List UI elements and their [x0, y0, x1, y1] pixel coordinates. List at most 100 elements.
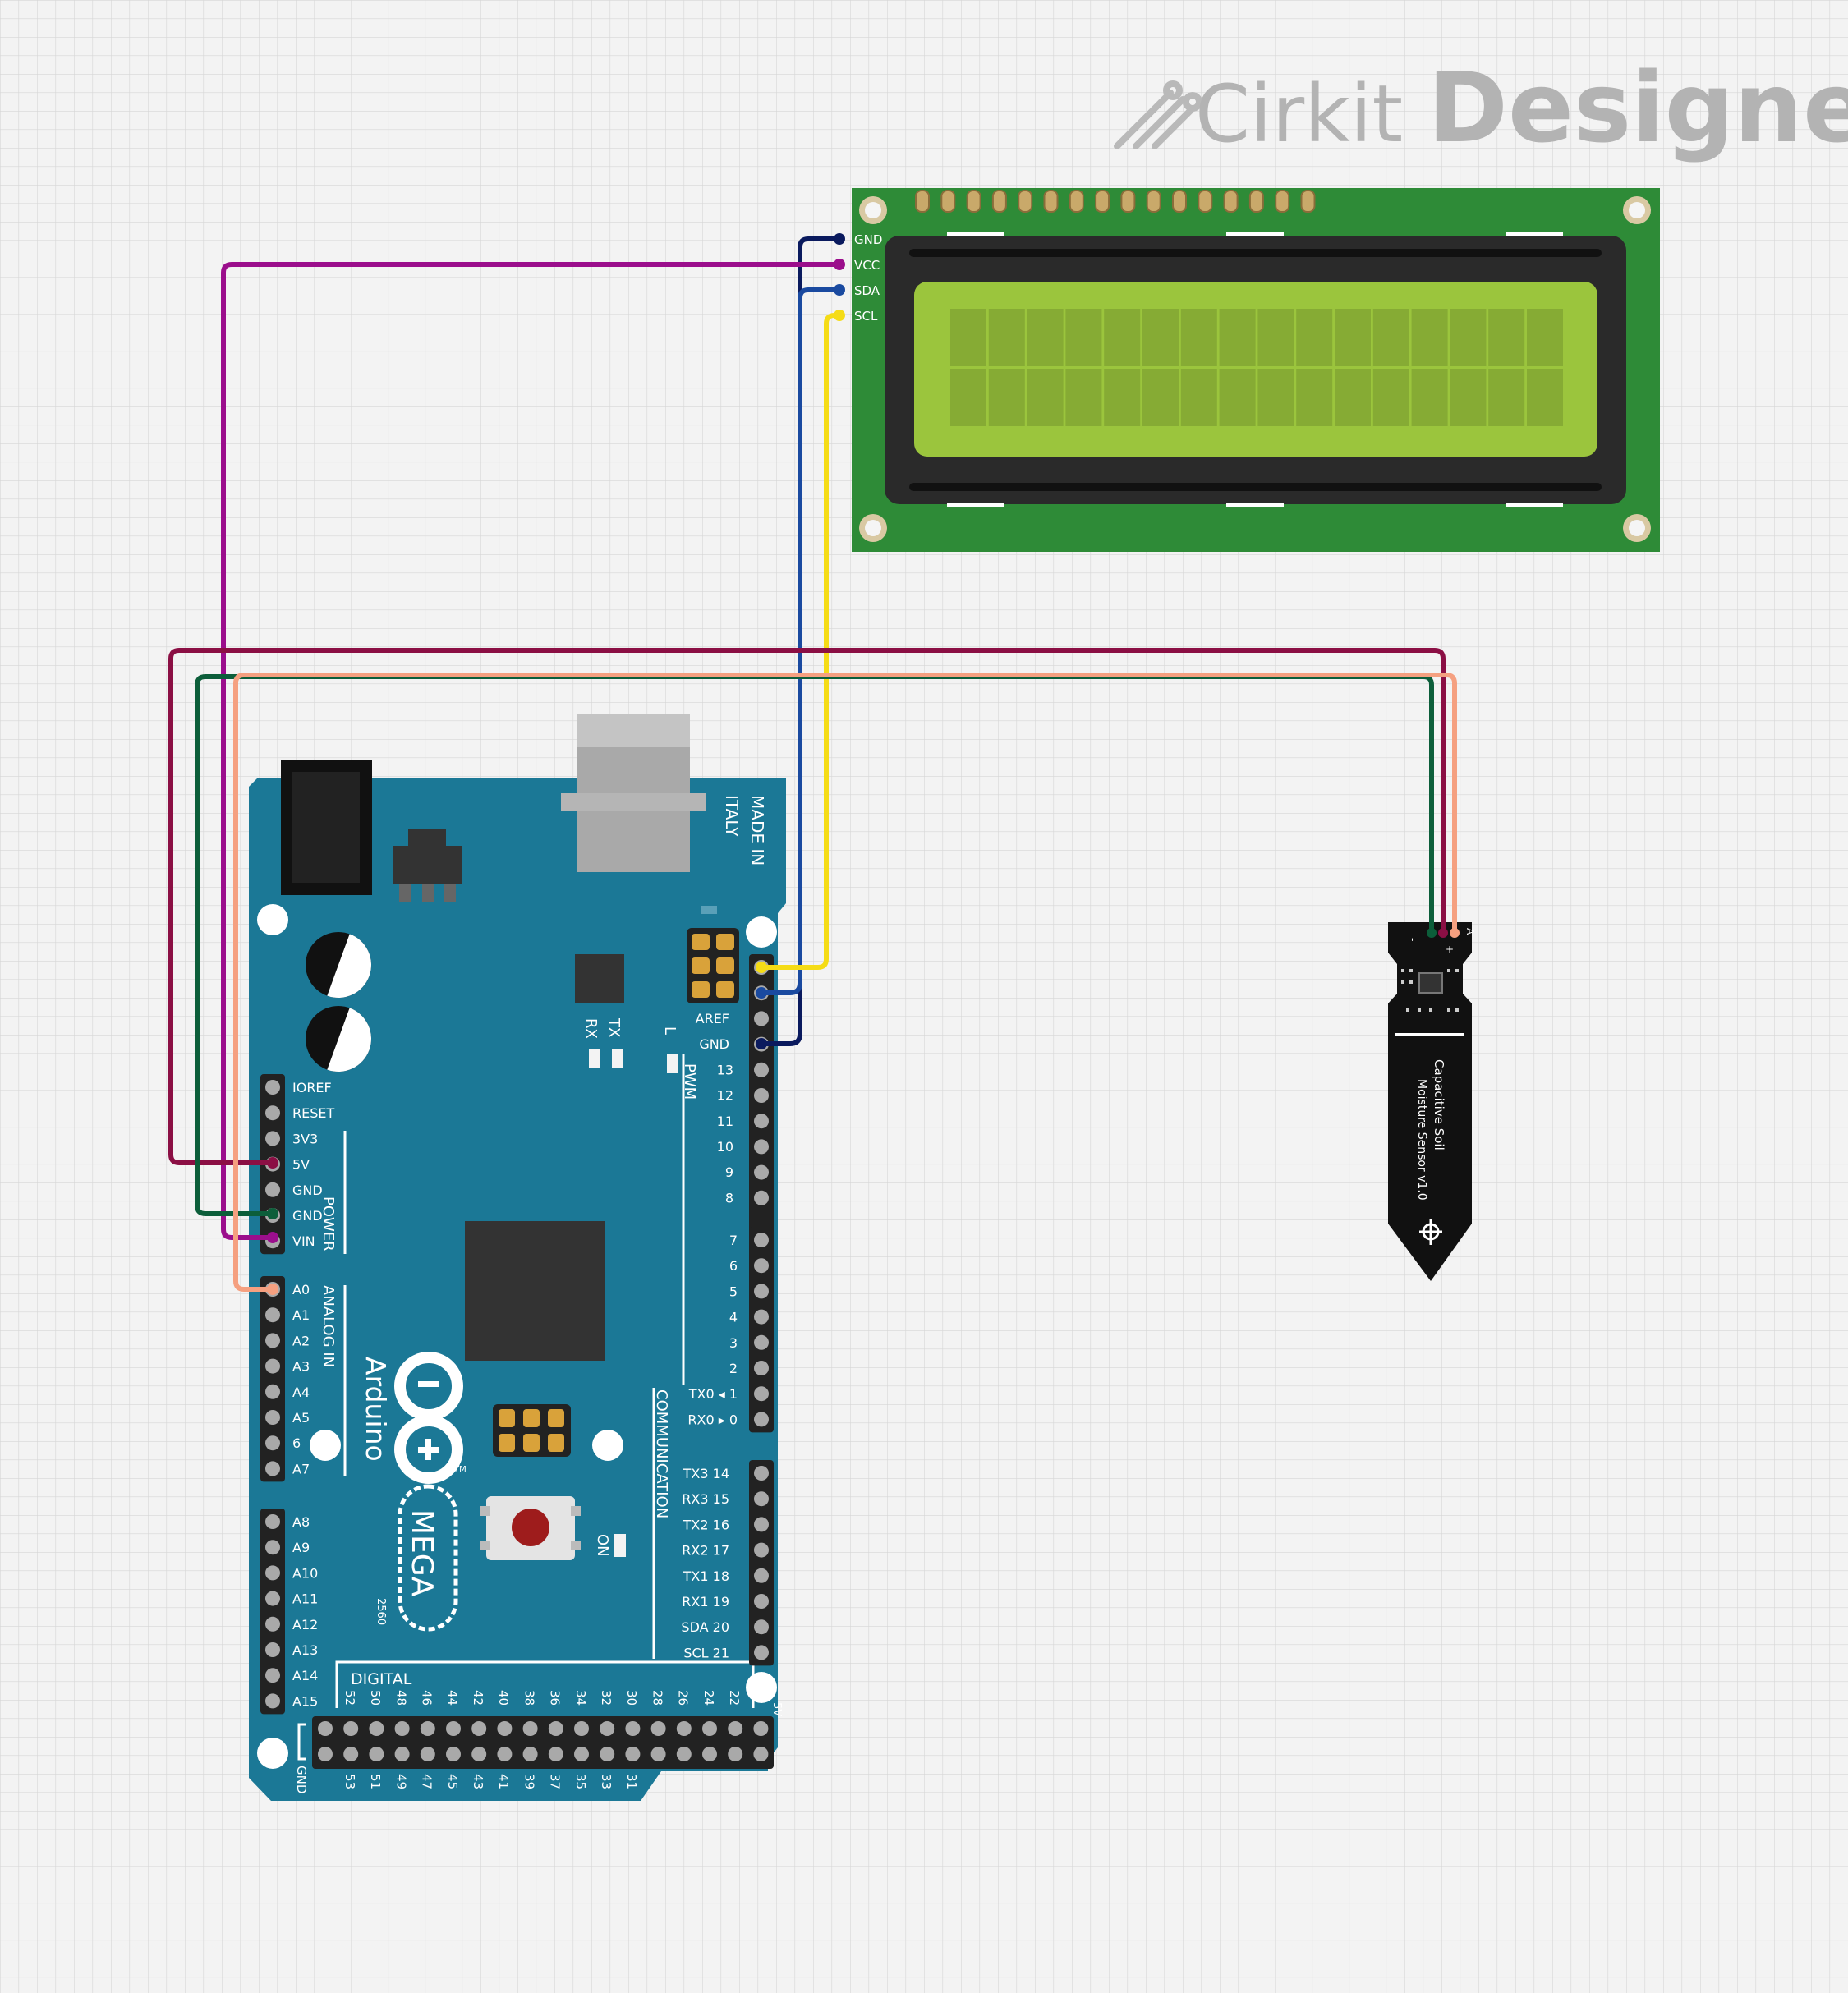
header-pin[interactable]	[394, 1747, 410, 1761]
header-pin[interactable]	[420, 1747, 435, 1761]
header-pin[interactable]	[265, 1131, 280, 1146]
header-pin[interactable]	[265, 1642, 280, 1657]
header-pin[interactable]	[754, 1062, 769, 1077]
header-pin[interactable]	[265, 1461, 280, 1476]
header-pin[interactable]	[754, 1258, 769, 1274]
header-pin[interactable]	[265, 1307, 280, 1323]
header-pin[interactable]	[754, 1190, 769, 1205]
header-pin[interactable]	[650, 1721, 666, 1736]
header-pin[interactable]	[497, 1721, 513, 1736]
header-pin[interactable]	[754, 1011, 769, 1026]
header-pin[interactable]	[369, 1747, 384, 1761]
header-pin[interactable]	[625, 1721, 641, 1736]
pin-label: 48	[393, 1690, 408, 1706]
header-pin[interactable]	[754, 1619, 769, 1635]
wire-lcd-sda[interactable]	[759, 287, 842, 995]
header-pin[interactable]	[265, 1591, 280, 1606]
header-pin[interactable]	[754, 1114, 769, 1129]
reset-button-cap[interactable]	[512, 1509, 549, 1546]
header-pin[interactable]	[446, 1747, 461, 1761]
reset-button[interactable]	[480, 1496, 581, 1560]
header-pin[interactable]	[754, 1542, 769, 1558]
header-pin[interactable]	[754, 1309, 769, 1325]
pin-label: GND	[699, 1036, 729, 1052]
header-pin[interactable]	[728, 1721, 743, 1736]
header-pin[interactable]	[702, 1747, 717, 1761]
header-pin[interactable]	[265, 1105, 280, 1121]
header-pin[interactable]	[754, 1412, 769, 1427]
header-pin[interactable]	[676, 1721, 692, 1736]
header-pin[interactable]	[265, 1693, 280, 1709]
header-pin[interactable]	[600, 1747, 615, 1761]
wires[interactable]	[168, 236, 1457, 1295]
header-pin[interactable]	[265, 1384, 280, 1399]
header-pin[interactable]	[548, 1747, 563, 1761]
header-pin[interactable]	[265, 1616, 280, 1632]
header-pin[interactable]	[265, 1435, 280, 1451]
wire-sensor-signal[interactable]	[233, 673, 1457, 1292]
header-pin[interactable]	[574, 1747, 589, 1761]
header-pin[interactable]	[446, 1721, 461, 1736]
header-pin[interactable]	[522, 1747, 538, 1761]
header-pin[interactable]	[754, 1139, 769, 1155]
header-pin[interactable]	[265, 1182, 280, 1197]
header-pin[interactable]	[754, 1386, 769, 1402]
header-pin[interactable]	[265, 1410, 280, 1425]
header-pin[interactable]	[420, 1721, 435, 1736]
header-pin[interactable]	[265, 1514, 280, 1529]
header-pin[interactable]	[497, 1747, 513, 1761]
arduino-mega-2560-board[interactable]: RX TX L ON MADE IN ITALY Arduino TM MEGA…	[249, 714, 786, 1801]
capacitive-soil-moisture-sensor[interactable]: - + A Capacitive Soil Moisture Sensor v1…	[1388, 922, 1476, 1281]
header-pin[interactable]	[754, 1491, 769, 1507]
header-pin[interactable]	[265, 1565, 280, 1581]
header-pin[interactable]	[394, 1721, 410, 1736]
header-pin[interactable]	[265, 1080, 280, 1095]
wire-lcd-scl[interactable]	[759, 313, 842, 970]
header-pin[interactable]	[369, 1721, 384, 1736]
lcd-pin-label: SDA	[854, 283, 880, 298]
header-pin[interactable]	[343, 1747, 359, 1761]
header-pin[interactable]	[265, 1333, 280, 1348]
header-pin[interactable]	[754, 1361, 769, 1375]
wire-sensor-vcc[interactable]	[168, 648, 1446, 1165]
header-pin[interactable]	[676, 1747, 692, 1761]
wire-lcd-vcc[interactable]	[221, 262, 842, 1240]
header-pin[interactable]	[650, 1747, 666, 1761]
header-pin[interactable]	[753, 1721, 769, 1736]
header-pin[interactable]	[754, 1568, 769, 1583]
header-pin[interactable]	[471, 1747, 487, 1761]
header-pin[interactable]	[754, 1164, 769, 1180]
header-pin[interactable]	[265, 1668, 280, 1683]
header-pin[interactable]	[754, 1233, 769, 1247]
header-pin[interactable]	[318, 1721, 333, 1736]
header-pin[interactable]	[522, 1721, 538, 1736]
header-pin[interactable]	[343, 1721, 359, 1736]
header-pin[interactable]	[754, 1466, 769, 1481]
header-pin[interactable]	[471, 1721, 487, 1736]
header-pin[interactable]	[754, 1517, 769, 1532]
header-pin[interactable]	[318, 1747, 333, 1761]
header-pin[interactable]	[754, 1594, 769, 1609]
header-pin[interactable]	[728, 1747, 743, 1761]
header-pin[interactable]	[625, 1747, 641, 1761]
header-pin[interactable]	[754, 1088, 769, 1103]
header-pin[interactable]	[702, 1721, 717, 1736]
header-pin[interactable]	[574, 1721, 589, 1736]
header-pin[interactable]	[754, 1284, 769, 1299]
header-pin[interactable]	[600, 1721, 615, 1736]
wire-sensor-gnd[interactable]	[195, 674, 1434, 1216]
header-pin[interactable]	[754, 1334, 769, 1350]
header-pin[interactable]	[548, 1721, 563, 1736]
header-pin[interactable]	[754, 1645, 769, 1660]
pin-label: 12	[717, 1088, 733, 1104]
header-pin[interactable]	[753, 1747, 769, 1761]
header-pin[interactable]	[265, 1540, 280, 1555]
header-pin[interactable]	[265, 1358, 280, 1374]
